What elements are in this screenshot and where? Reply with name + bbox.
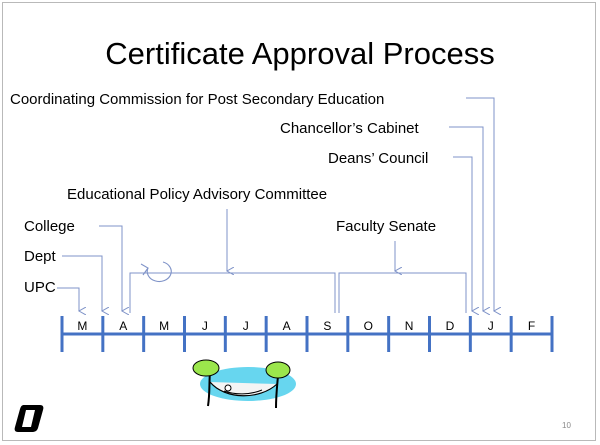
month-label: M xyxy=(77,319,87,333)
month-label: M xyxy=(159,319,169,333)
month-label: O xyxy=(364,319,373,333)
month-label: A xyxy=(119,319,127,333)
connector-deans-council xyxy=(453,156,472,311)
slide-number: 10 xyxy=(562,421,571,430)
bracket-senate-period xyxy=(338,272,467,313)
month-label: J xyxy=(488,319,494,333)
month-label: J xyxy=(202,319,208,333)
month-label: S xyxy=(323,319,331,333)
label-faculty-senate: Faculty Senate xyxy=(336,218,437,235)
slide-title: Certificate Approval Process xyxy=(105,36,495,71)
connector-dept xyxy=(62,255,102,311)
label-dept: Dept xyxy=(24,248,56,265)
connector-chancellors-cabinet xyxy=(449,126,483,311)
connector-upc xyxy=(57,287,79,311)
circular-arrow-icon xyxy=(140,261,172,283)
month-label: J xyxy=(243,319,249,333)
label-ccpe: Coordinating Commission for Post Seconda… xyxy=(10,91,385,108)
label-college: College xyxy=(24,218,75,235)
month-label: F xyxy=(528,319,535,333)
label-epac: Educational Policy Advisory Committee xyxy=(67,186,328,203)
month-label: D xyxy=(446,319,455,333)
slide-frame xyxy=(2,2,596,441)
month-label: A xyxy=(283,319,291,333)
label-deans-council: Deans’ Council xyxy=(328,150,429,167)
connector-ccpe xyxy=(466,97,494,311)
connector-college xyxy=(99,225,122,311)
label-upc: UPC xyxy=(24,279,56,296)
label-chancellors-cabinet: Chancellor’s Cabinet xyxy=(280,120,419,137)
bracket-epac-period xyxy=(129,272,336,313)
month-label: N xyxy=(405,319,414,333)
university-logo xyxy=(14,405,44,432)
hammock-clipart xyxy=(192,359,296,409)
